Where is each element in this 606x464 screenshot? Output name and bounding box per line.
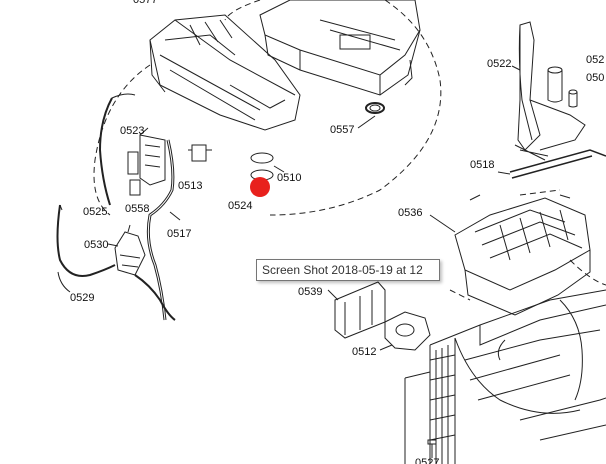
- drain-pump-part: [379, 311, 431, 351]
- tooltip-text: Screen Shot 2018-05-19 at 12: [262, 263, 423, 277]
- callout-0558: 0558: [125, 203, 150, 215]
- callout-0523: 0523: [120, 125, 145, 137]
- filename-tooltip: Screen Shot 2018-05-19 at 12: [256, 259, 440, 281]
- callout-0530: 0530: [84, 239, 109, 251]
- callout-050: 050: [586, 72, 605, 84]
- valve-assembly-part: [127, 127, 166, 196]
- callout-0536: 0536: [398, 207, 423, 219]
- callout-0513: 0513: [178, 180, 203, 192]
- vertical-pipe-part: [511, 21, 586, 161]
- callout-0522: 0522: [487, 58, 512, 70]
- housing-part: [259, 0, 421, 96]
- base-frame-part: [404, 189, 606, 464]
- callout-052: 052: [586, 54, 605, 66]
- water-tank-part: [149, 14, 301, 131]
- callout-0524: 0524: [228, 200, 253, 212]
- pump-part: [107, 224, 176, 321]
- detergent-dispenser-part: [429, 194, 591, 316]
- callout-0512: 0512: [352, 346, 377, 358]
- cursor-indicator-icon: [250, 177, 270, 197]
- callout-0510: 0510: [277, 172, 302, 184]
- callout-0525: 0525: [83, 206, 108, 218]
- callout-0577: 0577: [133, 0, 158, 6]
- callout-0529: 0529: [70, 292, 95, 304]
- callout-0518: 0518: [470, 159, 495, 171]
- callout-0517: 0517: [167, 228, 192, 240]
- callout-0527: 0527: [415, 457, 440, 464]
- bracket-part: [327, 281, 386, 339]
- callout-0539: 0539: [298, 286, 323, 298]
- callout-0557: 0557: [330, 124, 355, 136]
